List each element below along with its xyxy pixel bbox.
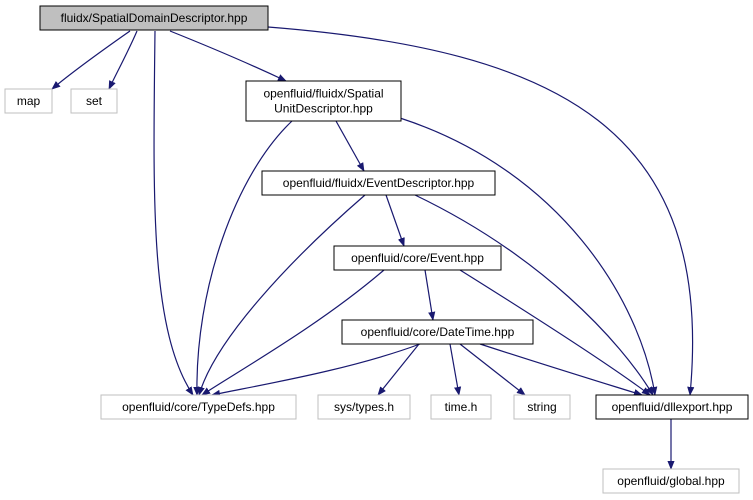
node-set-label-0: set	[86, 94, 103, 108]
edge-root-to-dllexport	[267, 26, 695, 396]
edge-root-to-sud	[169, 30, 287, 82]
node-string-label-0: string	[527, 400, 556, 414]
edge-evd-to-typedefs	[197, 194, 366, 396]
edges-layer	[51, 26, 695, 470]
node-timeh: time.h	[430, 394, 492, 420]
node-map: map	[4, 88, 53, 114]
edge-sud-to-evd	[335, 120, 365, 172]
edge-sud-to-typedefs	[193, 120, 293, 396]
node-evd[interactable]: openfluid/fluidx/EventDescriptor.hpp	[261, 170, 496, 196]
node-datetime[interactable]: openfluid/core/DateTime.hpp	[341, 319, 534, 345]
node-datetime-box	[341, 319, 534, 345]
edge-datetime-to-dllexport	[479, 343, 643, 397]
node-root: fluidx/SpatialDomainDescriptor.hpp	[39, 5, 269, 31]
node-dllexport-label-0: openfluid/dllexport.hpp	[612, 400, 733, 414]
nodes-layer: fluidx/SpatialDomainDescriptor.hpp map set…	[4, 5, 749, 494]
node-typedefs-box	[100, 394, 297, 420]
node-string: string	[513, 394, 571, 420]
node-event-label-0: openfluid/core/Event.hpp	[351, 251, 484, 265]
node-global-label-0: openfluid/global.hpp	[617, 474, 725, 488]
node-typedefs-label-0: openfluid/core/TypeDefs.hpp	[122, 400, 275, 414]
node-datetime-label-0: openfluid/core/DateTime.hpp	[361, 325, 515, 339]
edge-root-to-map	[51, 30, 131, 90]
node-string-box	[513, 394, 571, 420]
node-global: openfluid/global.hpp	[602, 468, 740, 494]
edge-datetime-to-timeh	[449, 343, 462, 396]
edge-sud-to-dllexport	[399, 117, 658, 396]
node-event-box	[333, 245, 502, 271]
node-sud[interactable]: openfluid/fluidx/SpatialUnitDescriptor.h…	[245, 80, 402, 122]
node-timeh-box	[430, 394, 492, 420]
edge-root-to-typedefs	[153, 30, 194, 396]
edge-evd-to-event	[385, 194, 405, 247]
node-dllexport-box	[595, 394, 749, 420]
node-event[interactable]: openfluid/core/Event.hpp	[333, 245, 502, 271]
node-sud-label-1: UnitDescriptor.hpp	[274, 102, 373, 116]
edge-event-to-datetime	[424, 269, 436, 321]
node-typedefs: openfluid/core/TypeDefs.hpp	[100, 394, 297, 420]
node-set-box	[70, 88, 118, 114]
edge-root-to-set	[108, 30, 138, 90]
node-systypes: sys/types.h	[317, 394, 411, 420]
node-sud-label-0: openfluid/fluidx/Spatial	[263, 87, 383, 101]
node-evd-label-0: openfluid/fluidx/EventDescriptor.hpp	[283, 176, 475, 190]
node-evd-box	[261, 170, 496, 196]
node-systypes-box	[317, 394, 411, 420]
node-map-box	[4, 88, 53, 114]
node-map-label-0: map	[17, 94, 41, 108]
node-root-label-0: fluidx/SpatialDomainDescriptor.hpp	[61, 11, 248, 25]
node-systypes-label-0: sys/types.h	[334, 400, 394, 414]
node-root-box	[39, 5, 269, 31]
node-dllexport[interactable]: openfluid/dllexport.hpp	[595, 394, 749, 420]
edge-datetime-to-string	[459, 343, 526, 396]
node-timeh-label-0: time.h	[445, 400, 478, 414]
node-global-box	[602, 468, 740, 494]
node-sud-box	[245, 80, 402, 122]
node-set: set	[70, 88, 118, 114]
edge-evd-to-dllexport	[414, 194, 654, 396]
edge-datetime-to-typedefs	[211, 343, 421, 397]
edge-event-to-dllexport	[459, 269, 651, 396]
edge-event-to-typedefs	[201, 269, 385, 396]
edge-datetime-to-systypes	[377, 343, 420, 396]
